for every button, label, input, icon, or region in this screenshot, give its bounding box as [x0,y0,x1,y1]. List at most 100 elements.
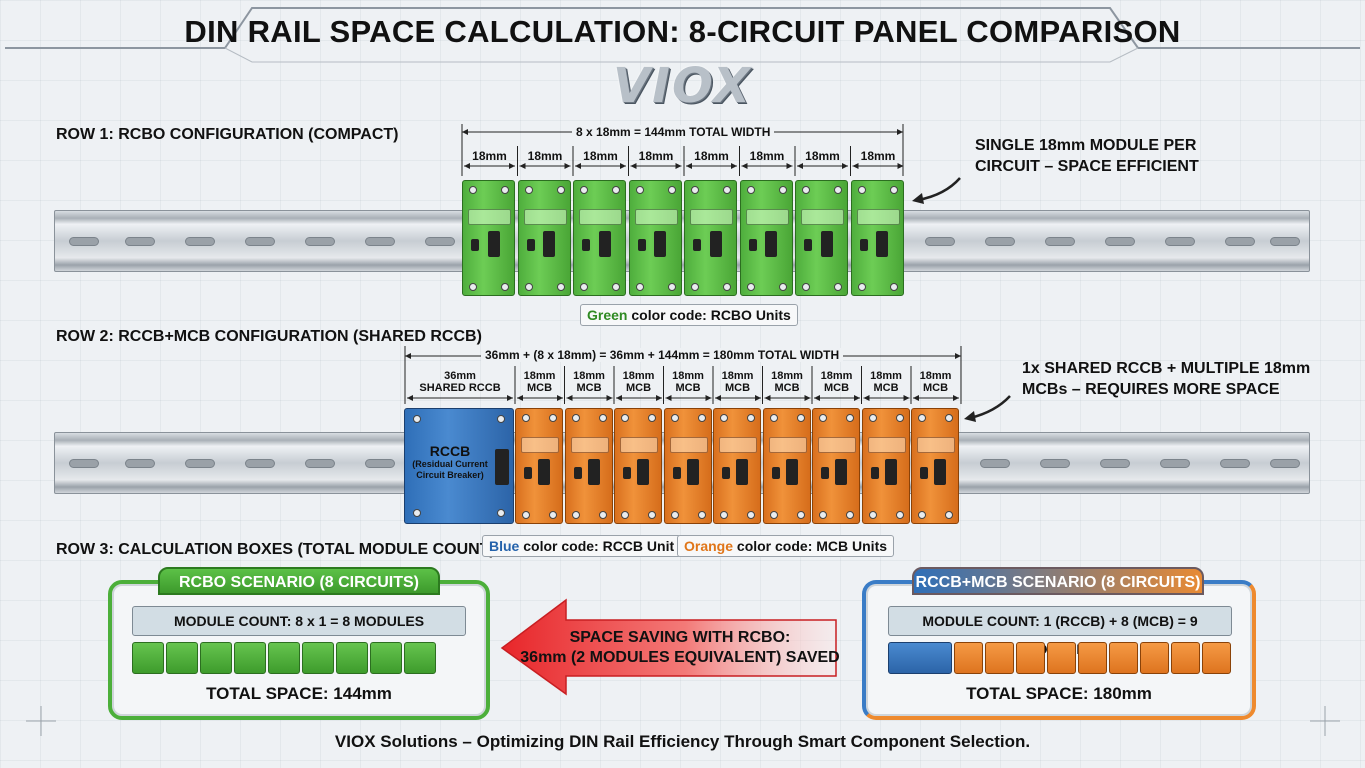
screw [868,414,877,422]
screw [612,186,620,194]
screw [723,186,731,194]
screw [501,186,509,194]
rcbo-module-cells [132,642,436,676]
rail-slot [125,459,155,468]
rail-slot [125,237,155,246]
rcbo-box-header: RCBO SCENARIO (8 CIRCUITS) [158,567,440,595]
mcb-module-cell [954,642,983,674]
screw [598,414,607,422]
rcbo-breaker [795,180,848,296]
breaker-toggle [835,459,847,485]
dimension-arrowhead [407,395,413,401]
mcb-breaker [515,408,563,524]
rail-slot [1040,459,1070,468]
dimension-arrowhead [814,395,820,401]
breaker-indicator [471,239,479,251]
breaker-toggle [765,231,777,257]
screw [580,283,588,291]
screw [945,414,953,422]
screw [720,511,728,519]
screw [501,283,509,291]
breaker-toggle [785,459,798,485]
mcb-breaker [713,408,761,524]
screw [691,186,699,194]
breaker-window [634,209,678,225]
page-title: DIN RAIL SPACE CALCULATION: 8-CIRCUIT PA… [184,14,1181,49]
mcb-module-cell [1016,642,1045,674]
screw [522,511,530,519]
rcbo-breaker [628,180,682,296]
breaker-window [468,209,511,225]
dimension-arrowhead [705,395,712,401]
breaker-window [801,209,844,225]
breaker-window [917,437,955,453]
rccb-sub2: Circuit Breaker) [416,470,484,480]
corner-mark [26,706,56,736]
screw [778,283,787,291]
screw [648,511,656,519]
mcb-breaker-group [515,408,963,524]
screw [868,511,877,519]
rail-slot [305,237,335,246]
screw [691,283,699,291]
dimension-arrowhead [842,163,848,169]
orange-legend-text: color code: MCB Units [733,538,888,554]
rccb-module-cell [888,642,952,674]
breaker-window [818,437,856,453]
screw [796,511,805,519]
screw [556,283,565,291]
dimension-arrowhead [903,395,910,401]
rccb-toggle [495,449,509,485]
breaker-indicator [804,239,812,251]
screw [819,414,827,422]
blue-legend-text: color code: RCCB Unit [519,538,675,554]
dimension-arrowhead [764,395,771,401]
rccb-title: RCCB [429,443,471,459]
breaker-window [690,209,733,225]
mcb-module-cell [985,642,1014,674]
module-width-label: 18mm [527,149,563,163]
mcb-breaker [614,408,662,524]
screw [834,283,842,291]
rail-slot [69,237,99,246]
mcb-module-cell [1140,642,1169,674]
rcbo-breaker [850,180,904,296]
dimension-arrowhead [575,163,581,169]
screw [834,186,842,194]
breaker-window [745,209,789,225]
breaker-toggle [538,459,550,485]
screw [556,186,565,194]
screw [598,511,607,519]
dimension-arrowhead [686,163,692,169]
rccb-module-cells [888,642,1232,676]
rail-slot [245,459,275,468]
screw [670,414,679,422]
orange-legend-color: Orange [684,538,734,554]
rail-slot [425,237,455,246]
dimension-arrowhead [507,395,513,401]
rail-slot [185,459,215,468]
title-frame [5,7,1360,63]
screw [889,186,898,194]
dimension-arrowhead [462,129,468,135]
rail-slot [1220,459,1250,468]
breaker-toggle [934,459,946,485]
breaker-window [521,437,559,453]
breaker-toggle [637,459,649,485]
rcbo-total-space: TOTAL SPACE: 144mm [206,684,392,703]
row2-label: ROW 2: RCCB+MCB CONFIGURATION (SHARED RC… [56,328,482,345]
row3-label: ROW 3: CALCULATION BOXES (TOTAL MODULE C… [56,541,495,558]
dimension-arrowhead [557,395,563,401]
screw [469,283,477,291]
mcb-breaker [861,408,910,524]
dimension-arrowhead [665,395,672,401]
breaker-indicator [771,467,780,479]
screw [895,414,904,422]
dimension-arrowhead [731,163,737,169]
